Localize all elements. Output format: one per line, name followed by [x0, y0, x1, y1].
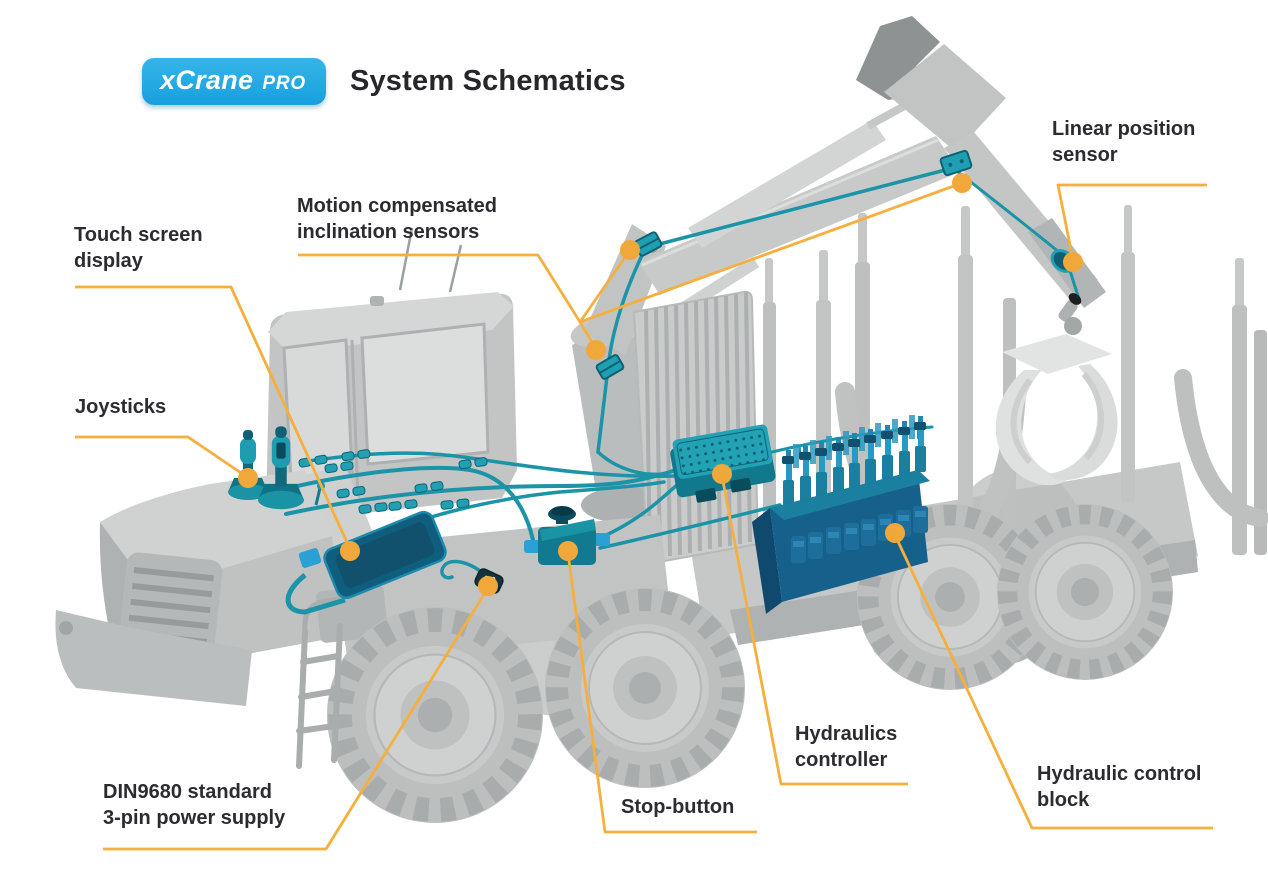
rear-wheel: [997, 504, 1173, 680]
leader-linear-position-sensor: [1056, 183, 1207, 261]
valve-coils: [791, 506, 928, 563]
joystick-left: [228, 430, 268, 500]
brand-name: xCrane: [160, 65, 254, 95]
page-title: System Schematics: [349, 65, 626, 97]
inclination-sensor: [939, 149, 973, 177]
leader-motion-sensors: [298, 253, 582, 323]
label-touch-screen-display: Touch screen display: [74, 224, 203, 272]
leader-touch-screen: [75, 285, 352, 550]
joystick-right: [258, 426, 304, 510]
label-linear-position-sensor: Linear position sensor: [1052, 118, 1196, 166]
cab: [266, 227, 517, 520]
header: xCrane PRO System Schematics: [142, 58, 626, 105]
leader-dots: [238, 173, 1083, 596]
front-wheel: [545, 588, 745, 788]
label-joysticks: Joysticks: [75, 396, 167, 418]
display-connector: [298, 548, 322, 568]
hydraulic-control-block-unit: [752, 415, 930, 614]
antenna: [398, 227, 414, 291]
grapple: [995, 334, 1118, 486]
antenna: [448, 244, 463, 293]
callout-leaders: [75, 173, 1213, 851]
label-hydraulics-controller: Hydraulics controller: [795, 723, 898, 771]
leader-power-supply: [103, 587, 490, 851]
inclination-sensor: [595, 354, 625, 380]
brand-logo: xCrane PRO: [142, 58, 326, 105]
leader-stop-button: [566, 552, 757, 834]
leader-hydraulic-control-block: [893, 534, 1213, 830]
brand-suffix: PRO: [262, 73, 306, 94]
front-wheel: [327, 607, 543, 823]
touch-screen-display: [285, 510, 447, 615]
solenoid-valves: [782, 416, 926, 506]
leader-joysticks: [75, 435, 248, 479]
label-hydraulic-control-block: Hydraulic control block: [1037, 763, 1202, 811]
crane-boom: [570, 16, 1106, 523]
machine-silhouette: [55, 16, 1268, 823]
label-motion-sensors: Motion compensated inclination sensors: [297, 195, 498, 243]
label-stop-button: Stop-button: [621, 796, 735, 818]
leader-motion-branch: [579, 181, 963, 324]
label-power-supply: DIN9680 standard 3-pin power supply: [103, 781, 286, 829]
bumper: [55, 610, 252, 706]
leader-hydraulics-controller: [720, 475, 908, 786]
